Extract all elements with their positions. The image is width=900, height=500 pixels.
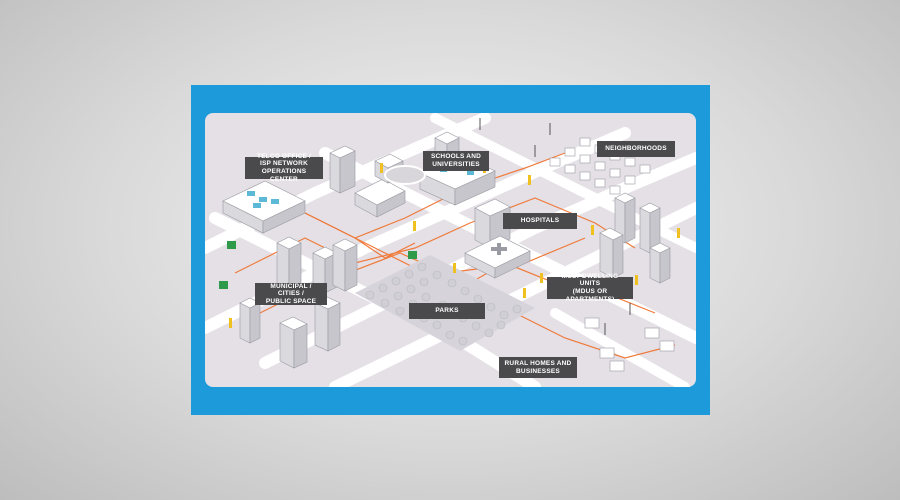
telco-office-building — [222, 180, 306, 234]
bollard-icon — [380, 163, 383, 173]
label-schools-universities: SCHOOLS AND UNIVERSITIES — [423, 151, 489, 171]
bollard-icon — [229, 318, 232, 328]
label-telco-office: TELCO OFFICE / ISP NETWORK OPERATIONS CE… — [245, 153, 323, 183]
network-cabinets — [219, 241, 417, 289]
bollard-icon — [677, 228, 680, 238]
diagram-frame: TELCO OFFICE / ISP NETWORK OPERATIONS CE… — [191, 85, 710, 415]
mdu-towers — [599, 192, 671, 284]
fiber-line — [354, 237, 416, 259]
bollard-icon — [413, 221, 416, 231]
label-municipal: MUNICIPAL / CITIES / PUBLIC SPACE — [255, 283, 327, 305]
municipal-buildings — [239, 236, 358, 369]
city-network-map: TELCO OFFICE / ISP NETWORK OPERATIONS CE… — [205, 113, 696, 387]
cabinet-icon — [227, 241, 236, 249]
running-track — [384, 165, 426, 185]
building — [329, 145, 356, 194]
bollard-icon — [540, 273, 543, 283]
label-neighborhoods: NEIGHBORHOODS — [597, 141, 675, 157]
road — [550, 308, 690, 387]
bollard-icon — [453, 263, 456, 273]
cabinet-icon — [408, 251, 417, 259]
label-parks: PARKS — [409, 303, 485, 319]
label-hospitals: HOSPITALS — [503, 213, 577, 229]
bollard-icon — [635, 275, 638, 285]
fiber-line — [234, 197, 636, 274]
rural-homes — [584, 317, 675, 372]
cabinet-icon — [219, 281, 228, 289]
road — [430, 113, 696, 253]
street-lamps — [479, 118, 631, 335]
bollard-icon — [591, 225, 594, 235]
label-mdu: MULT-DWELLING UNITS (MDUs OR APARTMENTS) — [547, 273, 633, 303]
bollard-icon — [523, 288, 526, 298]
label-rural-homes: RURAL HOMES AND BUSINESSES — [499, 357, 577, 378]
bollard-icon — [528, 175, 531, 185]
hospital-cross-icon — [491, 243, 507, 255]
